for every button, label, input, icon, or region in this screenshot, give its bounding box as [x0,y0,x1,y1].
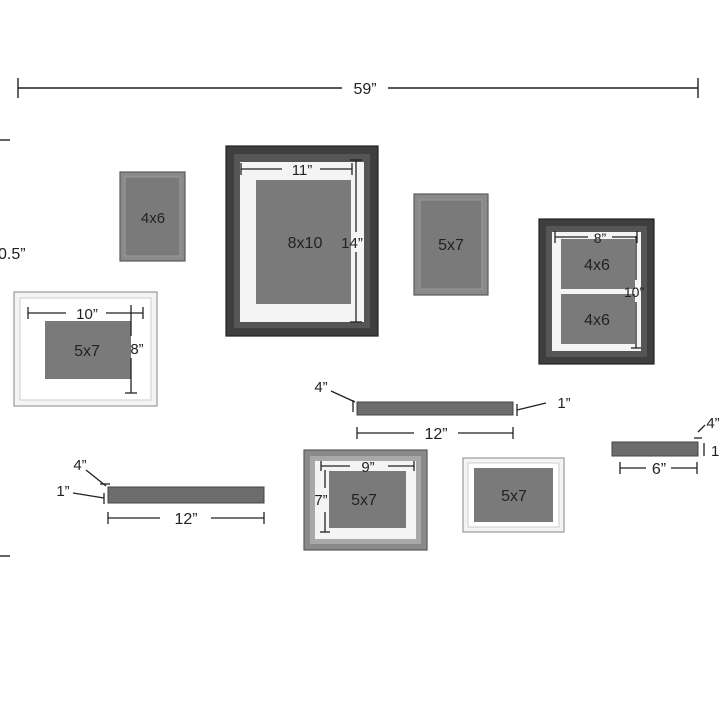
frame-5x7-top [413,193,489,296]
shelf-right-length-label: 6” [652,461,666,478]
frame-grey-bottom-height-label: 7” [314,492,327,509]
frame-8x10 [225,145,379,337]
frame-grey-bottom-dimension-lines [320,461,415,533]
shelf-mid-length-label: 12” [424,426,447,443]
frame-white-bottom-label: 5x7 [501,488,527,505]
frame-grey-bottom-label: 5x7 [351,492,377,509]
frame-double-4x6 [538,218,655,365]
frame-white-left [13,291,158,407]
shelf-mid [356,401,514,416]
frame-white-bottom [462,457,565,533]
shelf-left-dimension-lines [72,469,265,524]
left-height-label: 0.5” [0,246,26,263]
shelf-mid-depth-label: 4” [314,379,327,396]
frame-grey-bottom [303,449,428,551]
frame-double-width-label: 8” [594,230,607,246]
overall-width-label: 59” [353,81,376,98]
frame-white-left-label: 5x7 [74,343,100,360]
shelf-left [107,486,265,504]
shelf-left-depth-label: 4” [73,457,86,474]
frame-white-left-height-label: 8” [130,341,143,358]
frame-4x6-top [119,171,186,262]
shelf-right-thickness-label: 1 [711,443,719,460]
overall-width-dimension [17,78,699,98]
frame-5x7-top-label: 5x7 [438,237,464,254]
frame-8x10-height-label: 14” [341,235,363,252]
frame-grey-bottom-width-label: 9” [361,459,374,476]
left-height-dimension [0,139,10,557]
shelf-right [611,441,699,457]
frame-8x10-label: 8x10 [288,235,323,252]
frame-8x10-width-label: 11” [292,162,313,179]
shelf-left-thickness-label: 1” [56,483,69,500]
frame-4x6-top-label: 4x6 [141,210,165,227]
frame-double-label-bottom: 4x6 [584,312,610,329]
shelf-mid-dimension-lines [330,390,547,439]
frame-8x10-dimension-lines [240,159,362,323]
frame-white-left-dimension-lines [27,305,144,394]
frame-white-left-width-label: 10” [76,306,98,323]
frame-double-dimension-lines [554,231,641,349]
shelf-mid-thickness-label: 1” [557,395,570,412]
shelf-right-depth-label: 4” [706,415,719,432]
frame-double-label-top: 4x6 [584,257,610,274]
shelf-right-dimension-lines [619,424,706,474]
frame-double-height-label: 10” [624,284,645,300]
shelf-left-length-label: 12” [174,511,197,528]
